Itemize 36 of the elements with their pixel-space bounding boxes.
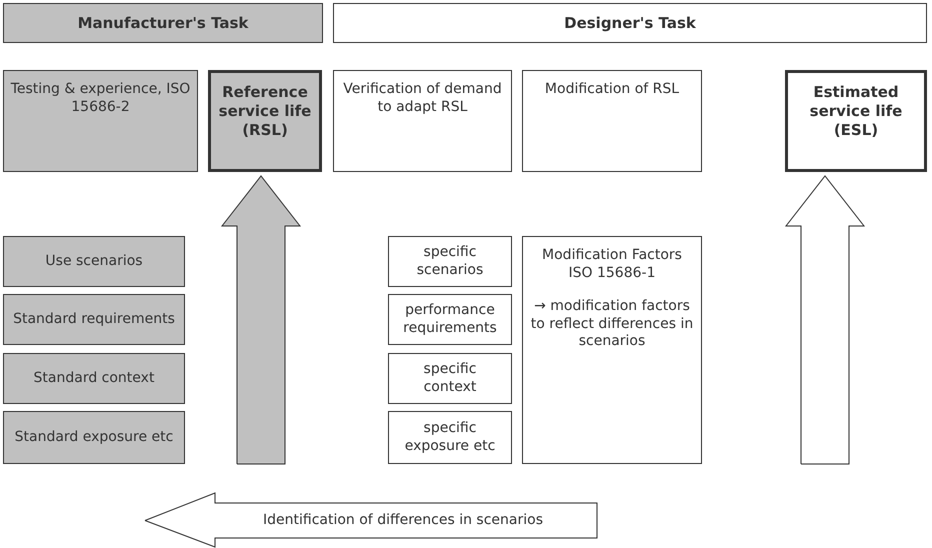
process-box — [388, 353, 512, 404]
box-text: specific scenarios — [416, 244, 484, 279]
process-box — [3, 411, 185, 464]
task-header-band — [333, 3, 927, 43]
box-text: Use scenarios — [45, 252, 143, 270]
process-box — [3, 353, 185, 404]
box-text: Reference service life (RSL) — [218, 83, 312, 140]
box-text: Modification Factors ISO 15686-1 — [541, 247, 683, 282]
box-text: Estimated service life (ESL) — [808, 83, 904, 140]
process-box — [3, 70, 198, 172]
process-box — [333, 70, 512, 172]
box-text: → modification factors to reflect differences in scenarios — [530, 298, 694, 350]
process-box — [388, 411, 512, 464]
process-box — [3, 294, 185, 345]
box-text: Designer's Task — [564, 14, 696, 32]
process-box — [522, 236, 702, 464]
block-arrow — [220, 175, 302, 464]
process-box — [388, 236, 512, 287]
process-box — [785, 70, 927, 172]
box-text: Standard exposure etc — [14, 428, 174, 446]
box-text: Verification of demand to adapt RSL — [342, 81, 503, 116]
box-text: Testing & experience, ISO 15686-2 — [10, 81, 191, 116]
box-text: specific context — [422, 361, 478, 396]
box-text: Identification of differences in scenarios — [263, 512, 543, 530]
box-text: Manufacturer's Task — [78, 14, 248, 32]
box-text: Modification of RSL — [544, 81, 680, 98]
process-box — [208, 70, 322, 172]
block-arrow — [784, 175, 866, 464]
box-text: performance requirements — [402, 302, 498, 337]
process-box — [3, 236, 185, 287]
process-box — [388, 294, 512, 345]
box-text: Standard requirements — [13, 310, 175, 328]
box-text: specific exposure etc — [404, 420, 496, 455]
task-header-band — [3, 3, 323, 43]
process-box — [522, 70, 702, 172]
box-text: Standard context — [34, 370, 154, 388]
